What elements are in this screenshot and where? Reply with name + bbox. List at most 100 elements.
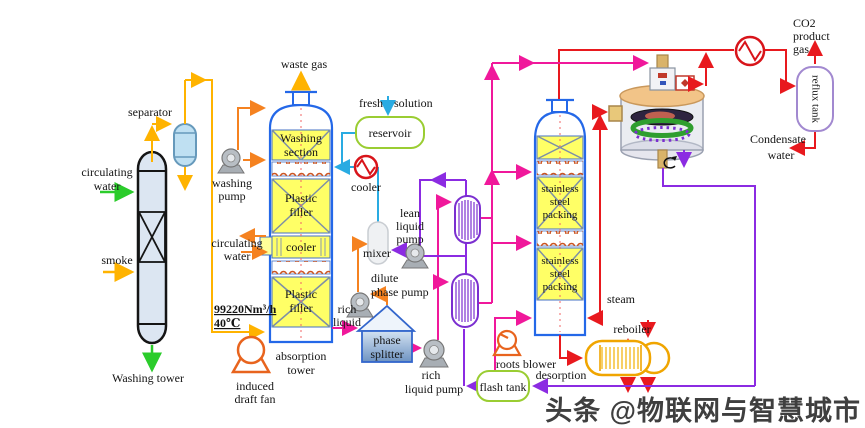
rotating-packed-bed-device <box>608 54 705 169</box>
condensate-water-label: Condensate <box>750 132 806 146</box>
smoke-label: smoke <box>101 253 132 267</box>
device-left-nozzle <box>608 105 623 122</box>
fresh-label: fresh <box>359 96 383 110</box>
plastic-filler-lower-label: Plastic <box>285 287 317 301</box>
roots-blower-icon <box>492 329 522 357</box>
svg-text:liquid pump: liquid pump <box>405 382 463 396</box>
flash-tank-vessel <box>476 370 530 402</box>
svg-text:product: product <box>793 29 830 43</box>
diagram-labels: separator circulating water smoke Washin… <box>81 16 830 406</box>
svg-text:liquid: liquid <box>396 219 424 233</box>
svg-text:water: water <box>94 179 121 193</box>
lean-downcomer <box>419 179 434 250</box>
circulating-water-lines <box>100 182 162 373</box>
device-shaft-top <box>656 54 669 70</box>
tower-cooler-label: cooler <box>286 240 316 254</box>
reservoir-outlet <box>341 132 356 167</box>
device-drain-line <box>662 168 756 386</box>
svg-text:filler: filler <box>289 301 312 315</box>
waste-gas-label: waste gas <box>281 57 328 71</box>
svg-text:tower: tower <box>287 363 314 377</box>
phase-splitter-vessel <box>355 304 417 363</box>
mixer-vessel <box>367 221 389 265</box>
reboiler-label: reboiler <box>613 322 650 336</box>
solution-label: solution <box>394 96 433 110</box>
lean-liquid-pump-icon <box>401 243 429 269</box>
svg-text:pump: pump <box>218 189 245 203</box>
svg-text:steel: steel <box>550 196 570 208</box>
rotation-arrow-icon <box>663 157 676 169</box>
lean-rich-heat-exchanger-1 <box>454 195 481 244</box>
circulating-water-right-label: circulating <box>211 236 262 250</box>
condensate-water-arrow <box>789 131 816 156</box>
svg-text:draft fan: draft fan <box>235 392 276 406</box>
rich-liquid-pump-icon <box>419 339 449 368</box>
plastic-filler-upper-label: Plastic <box>285 191 317 205</box>
mixer-label: mixer <box>363 246 391 260</box>
wash-water-lines <box>237 100 388 305</box>
svg-text:section: section <box>284 145 318 159</box>
watermark: 头条 @物联网与智慧城市 <box>545 396 861 426</box>
desorption-tower <box>533 98 587 337</box>
svg-text:liquid: liquid <box>333 315 361 329</box>
svg-text:water: water <box>224 249 251 263</box>
gas-lines <box>103 70 311 340</box>
gas-flow-value: 99220Nm³/h <box>214 302 277 316</box>
rich-liquid-label: rich <box>338 302 357 316</box>
lean-rich-heat-exchanger-2 <box>451 273 479 328</box>
lean-liquid-pump-label: lean <box>400 206 420 220</box>
washing-tower <box>136 150 168 345</box>
gas-to-absorber <box>204 79 265 340</box>
cooler-to-reflux-tank <box>764 49 796 94</box>
svg-text:filler: filler <box>289 205 312 219</box>
hx-outlets <box>478 217 492 304</box>
absorption-tower <box>259 90 334 344</box>
svg-text:steel: steel <box>550 268 570 280</box>
ss-packing-lower-label: stainless <box>541 255 578 267</box>
induced-draft-fan-icon <box>230 335 272 374</box>
external-cooler-icon <box>353 154 379 180</box>
rich-liquid-lines <box>332 55 649 371</box>
splitter-to-dilute-pump <box>370 286 388 305</box>
gas-temp-value: 40℃ <box>214 316 240 330</box>
absorption-tower-label: absorption <box>276 349 327 363</box>
dilute-pump-to-mixer <box>352 236 368 292</box>
phase-splitter-label: phase <box>373 333 400 347</box>
separator-label: separator <box>128 105 172 119</box>
svg-text:water: water <box>768 148 795 162</box>
washpump-to-dome <box>237 100 266 150</box>
desorption-label: desorption <box>536 368 587 382</box>
external-cooler-label: cooler <box>351 180 381 194</box>
washing-pump-label: washing <box>212 176 252 190</box>
roots-blower-label: roots blower <box>496 357 556 371</box>
overhead-cooler-icon <box>734 35 766 67</box>
reboiler-vessel <box>584 339 671 377</box>
rich-liquid-pump-label: rich <box>422 368 441 382</box>
svg-text:splitter: splitter <box>370 347 403 361</box>
washing-pump-icon <box>217 148 245 174</box>
svg-text:packing: packing <box>543 281 578 293</box>
dilute-phase-pump-label: dilute <box>371 271 398 285</box>
reflux-tank-vessel <box>796 66 834 132</box>
dilute-phase-pump-icon <box>346 292 374 318</box>
reflux-tank-label: reflux tank <box>809 75 821 123</box>
desorber-overhead-line <box>558 49 734 99</box>
washing-tower-label: Washing tower <box>112 371 184 385</box>
flash-tank-label: flash tank <box>480 380 527 394</box>
induced-draft-fan-label: induced <box>236 379 274 393</box>
separator-vessel <box>173 123 197 167</box>
circulating-water-left-label: circulating <box>81 165 132 179</box>
bottoms-to-reboiler <box>559 335 583 366</box>
lean-liquid-lines <box>391 150 756 394</box>
ss-packing-upper-label: stainless <box>541 183 578 195</box>
svg-text:pump: pump <box>396 232 423 246</box>
co2-product-gas-label: CO2 <box>793 16 816 30</box>
reservoir-vessel <box>355 116 425 149</box>
reservoir-label: reservoir <box>369 126 412 140</box>
washing-section-label: Washing <box>280 131 322 145</box>
steam-label: steam <box>607 292 636 306</box>
svg-text:phase pump: phase pump <box>371 285 429 299</box>
svg-text:gas: gas <box>793 42 809 56</box>
